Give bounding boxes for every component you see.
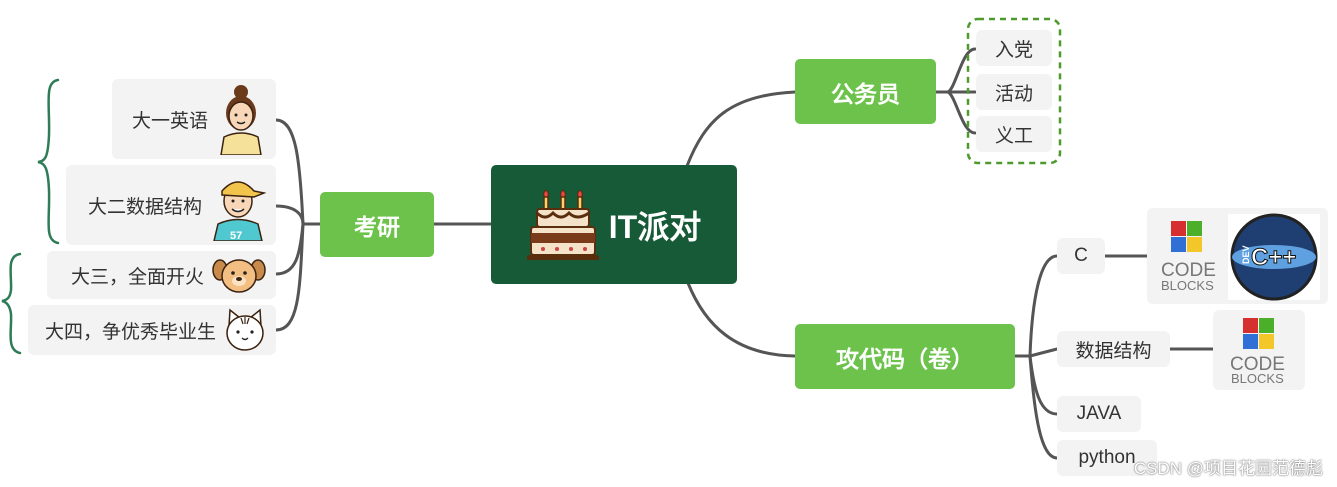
leaf-label: 大一英语 (131, 110, 208, 132)
branch-postgrad-exam[interactable]: 考研 (320, 192, 434, 257)
leaf-volunteer[interactable]: 义工 (976, 116, 1052, 152)
branch-civil-servant[interactable]: 公务员 (795, 59, 936, 124)
leaf-label: 大三，全面开火 (70, 266, 204, 288)
codeblocks-word-2: BLOCKS (1161, 278, 1214, 293)
leaf-label: 义工 (994, 125, 1033, 147)
root-label: IT派对 (608, 208, 702, 245)
branch-code-label: 攻代码（卷） (836, 345, 974, 372)
leaf-freshman-english[interactable]: 大一英语 (112, 79, 276, 159)
leaf-data-structures[interactable]: 数据结构 (1057, 331, 1170, 367)
devcpp-word: C++ (1251, 244, 1296, 271)
cat-icon (226, 308, 264, 351)
girl-avatar-icon (220, 85, 262, 155)
leaf-label: JAVA (1076, 403, 1122, 424)
svg-text:57: 57 (230, 230, 242, 241)
codeblocks-word-1: CODE (1161, 260, 1216, 281)
brace-lower (1, 252, 22, 355)
c-tools-logos: CODE BLOCKS C++ DEV (1161, 213, 1320, 301)
leaf-label: 大四，争优秀毕业生 (44, 321, 216, 343)
leaf-label: C (1074, 245, 1088, 266)
root-node[interactable]: IT派对 (491, 165, 737, 284)
leaf-label: 入党 (994, 39, 1033, 61)
branch-exam-label: 考研 (354, 213, 400, 240)
leaf-join-party[interactable]: 入党 (976, 30, 1052, 66)
codeblocks-logo-icon: CODE BLOCKS (1161, 221, 1216, 293)
leaf-python[interactable]: python (1057, 440, 1157, 476)
branch-civil-label: 公务员 (831, 80, 900, 107)
leaf-label: 活动 (994, 83, 1033, 105)
devcpp-logo-icon: C++ DEV (1228, 213, 1320, 301)
civil-boundary (966, 17, 1062, 165)
codeblocks-word-2: BLOCKS (1231, 371, 1284, 386)
codeblocks-word-1: CODE (1230, 354, 1285, 375)
codeblocks-logo-icon: CODE BLOCKS (1230, 318, 1285, 386)
leaf-activities[interactable]: 活动 (976, 74, 1052, 110)
leaf-label: python (1078, 447, 1136, 468)
cake-icon (526, 188, 599, 260)
leaf-c[interactable]: C (1057, 238, 1105, 274)
logo-tile-c: CODE BLOCKS C++ DEV (1147, 208, 1328, 304)
brace-upper (37, 78, 60, 245)
dog-icon (212, 259, 266, 293)
logo-tile-ds: CODE BLOCKS (1213, 310, 1305, 390)
leaf-java[interactable]: JAVA (1057, 396, 1141, 432)
boy-avatar-icon: 57 (213, 181, 266, 241)
leaf-sophomore-ds[interactable]: 大二数据结构 57 (66, 165, 276, 245)
devcpp-dev-word: DEV (1241, 245, 1251, 264)
leaf-junior-all-in[interactable]: 大三，全面开火 (47, 251, 276, 299)
branch-coding[interactable]: 攻代码（卷） (795, 324, 1015, 389)
leaf-senior-graduate[interactable]: 大四，争优秀毕业生 (28, 305, 276, 355)
watermark: CSDN @项目花园范德彪 (1133, 459, 1323, 478)
leaf-label: 数据结构 (1075, 340, 1152, 362)
leaf-label: 大二数据结构 (87, 196, 202, 218)
